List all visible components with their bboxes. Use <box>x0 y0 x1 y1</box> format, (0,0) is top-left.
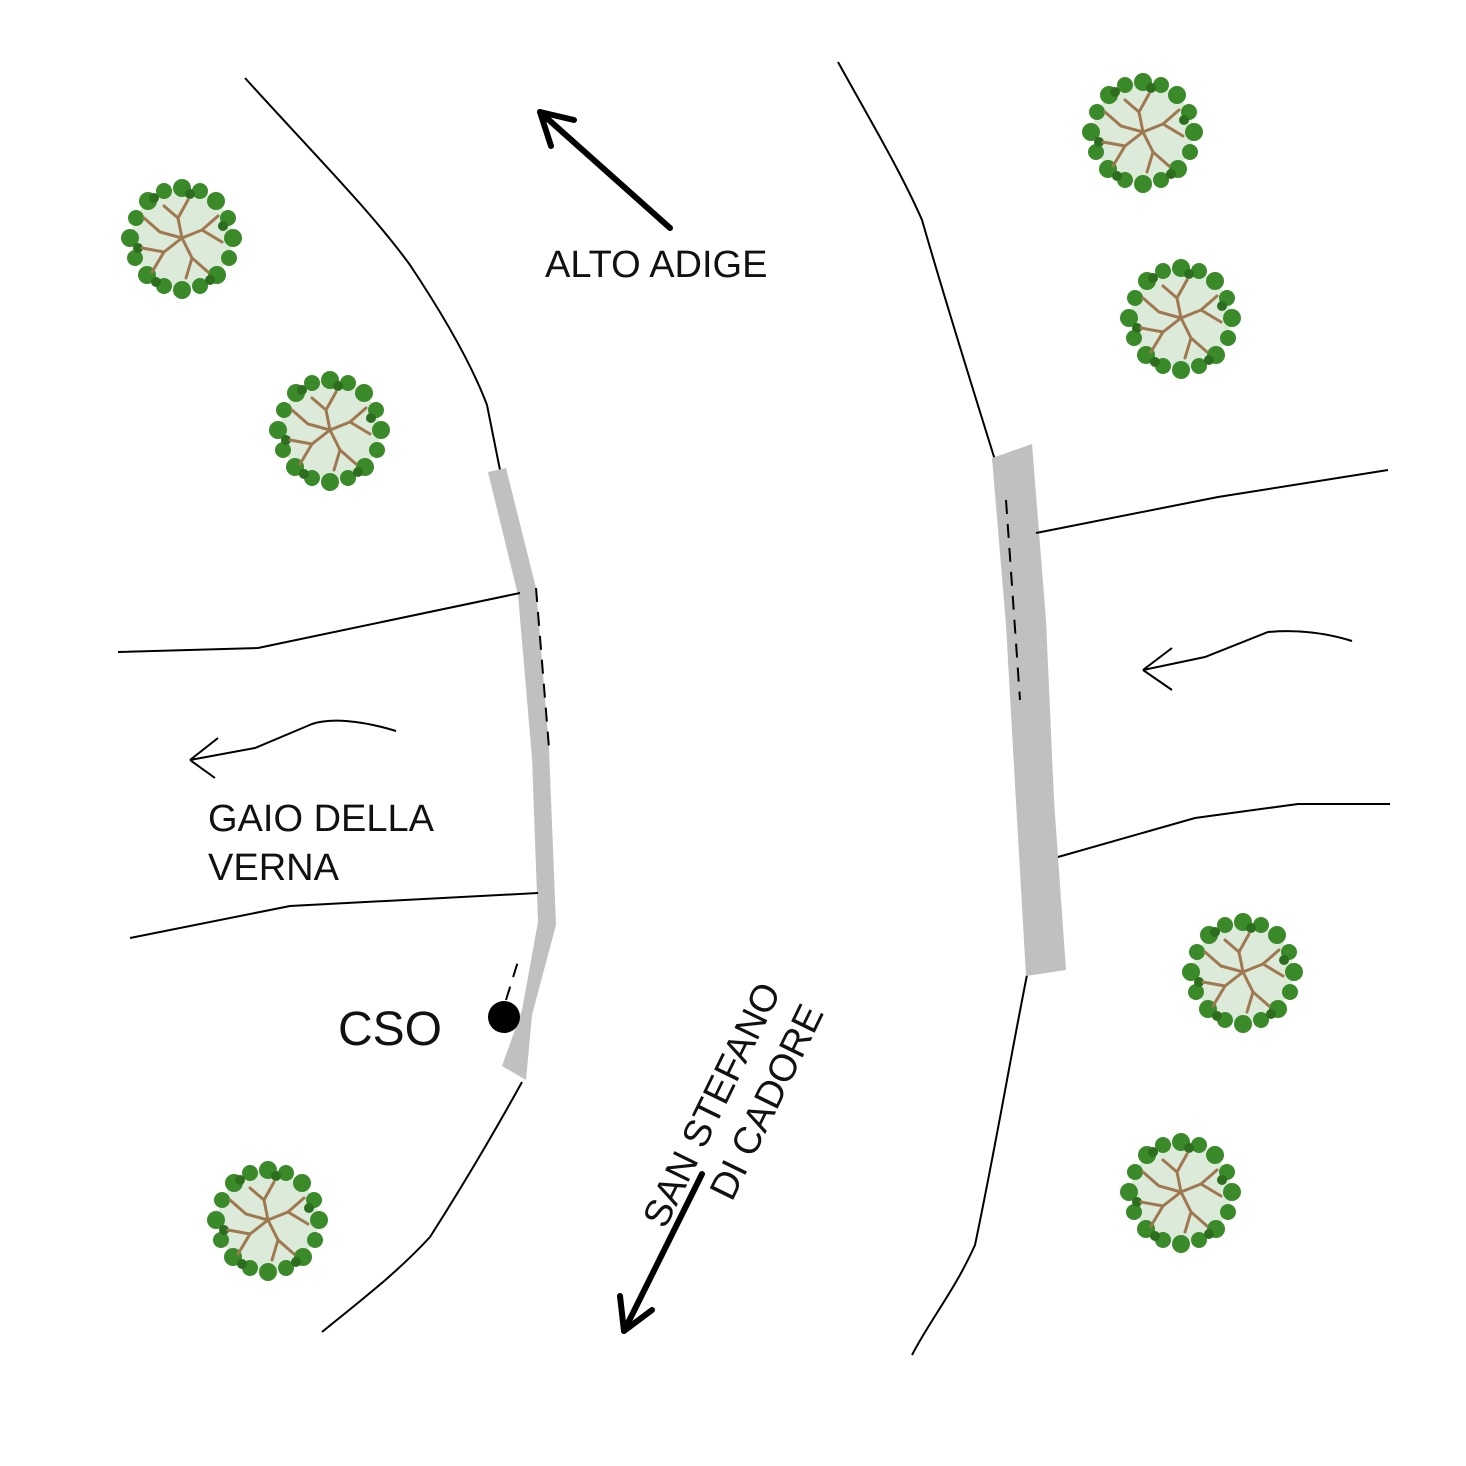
tree-icon <box>205 1159 330 1283</box>
north-arrow-icon <box>537 109 673 231</box>
label-cso: CSO <box>338 1003 442 1056</box>
left-embankment-wall <box>488 468 556 1080</box>
left-bank-upper <box>244 77 501 471</box>
right-embankment-wall <box>992 444 1066 976</box>
tree-icon <box>119 177 244 301</box>
label-gaio-della-verna-line2: VERNA <box>208 847 340 889</box>
tributary-right-upper-bank <box>1035 469 1389 534</box>
left-wall-dash <box>535 587 550 749</box>
tributary-right-flow-arrow <box>1142 630 1353 691</box>
tributary-right-lower-bank <box>1057 803 1390 858</box>
left-bank-lower <box>321 1081 523 1333</box>
right-bank-upper <box>837 61 996 461</box>
label-gaio-della-verna-line1: GAIO DELLA <box>208 798 435 840</box>
tributary-left-flow-arrow <box>189 719 397 779</box>
right-bank-lower <box>911 974 1028 1356</box>
left-wall-dash-lower <box>505 954 521 1001</box>
tributary-left-upper-bank <box>117 592 521 653</box>
cso-marker <box>488 1001 520 1033</box>
tree-icon <box>1118 257 1243 381</box>
right-wall-dash <box>1005 499 1021 701</box>
tree-icon <box>267 369 392 493</box>
tree-icon <box>1180 911 1305 1035</box>
tree-icon <box>1080 71 1205 195</box>
south-arrow-icon <box>617 1171 705 1334</box>
label-alto-adige: ALTO ADIGE <box>545 244 767 286</box>
tree-icon <box>1118 1131 1243 1255</box>
tributary-left-lower-bank <box>129 892 539 939</box>
